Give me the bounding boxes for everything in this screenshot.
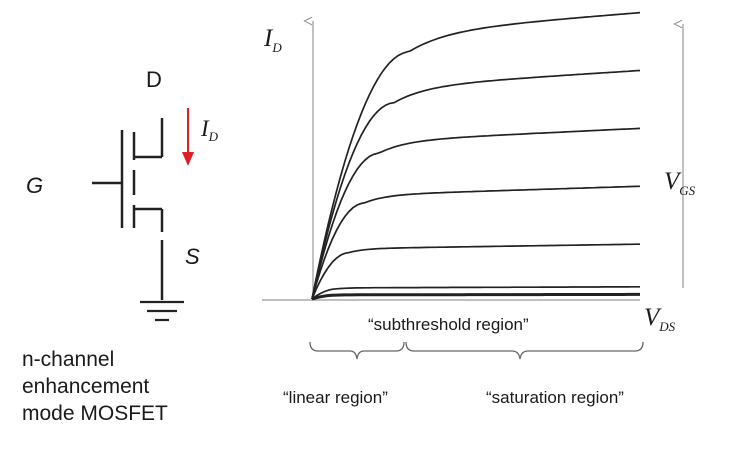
iv-curve: [311, 243, 640, 300]
iv-curves: [311, 11, 641, 301]
caption-line: mode MOSFET: [22, 402, 168, 425]
saturation-region-brace: [405, 341, 644, 360]
mosfet-symbol: [92, 118, 164, 300]
saturation-region-label: “saturation region”: [486, 388, 624, 407]
mosfet-caption: n-channel enhancement mode MOSFET: [22, 346, 168, 427]
current-arrow: [182, 108, 194, 166]
gate-label: G: [26, 173, 43, 198]
drain-current-label: ID: [200, 116, 219, 144]
source-label: S: [185, 244, 200, 269]
linear-region-brace: [309, 341, 405, 360]
iv-curve: [311, 185, 641, 300]
linear-region-label: “linear region”: [283, 388, 388, 407]
iv-curve: [311, 69, 641, 300]
vgs-label: VGS: [664, 168, 696, 198]
iv-curve: [311, 11, 641, 300]
subthreshold-region-label: “subthreshold region”: [368, 315, 529, 334]
caption-line: enhancement: [22, 375, 150, 398]
drain-label: D: [146, 67, 162, 92]
iv-curve: [311, 285, 640, 300]
y-axis-label: ID: [263, 25, 282, 55]
caption-line: n-channel: [22, 348, 115, 371]
ground-symbol: [140, 300, 184, 322]
x-axis-label: VDS: [644, 304, 676, 334]
iv-curve: [311, 127, 641, 300]
iv-curve: [311, 292, 640, 301]
